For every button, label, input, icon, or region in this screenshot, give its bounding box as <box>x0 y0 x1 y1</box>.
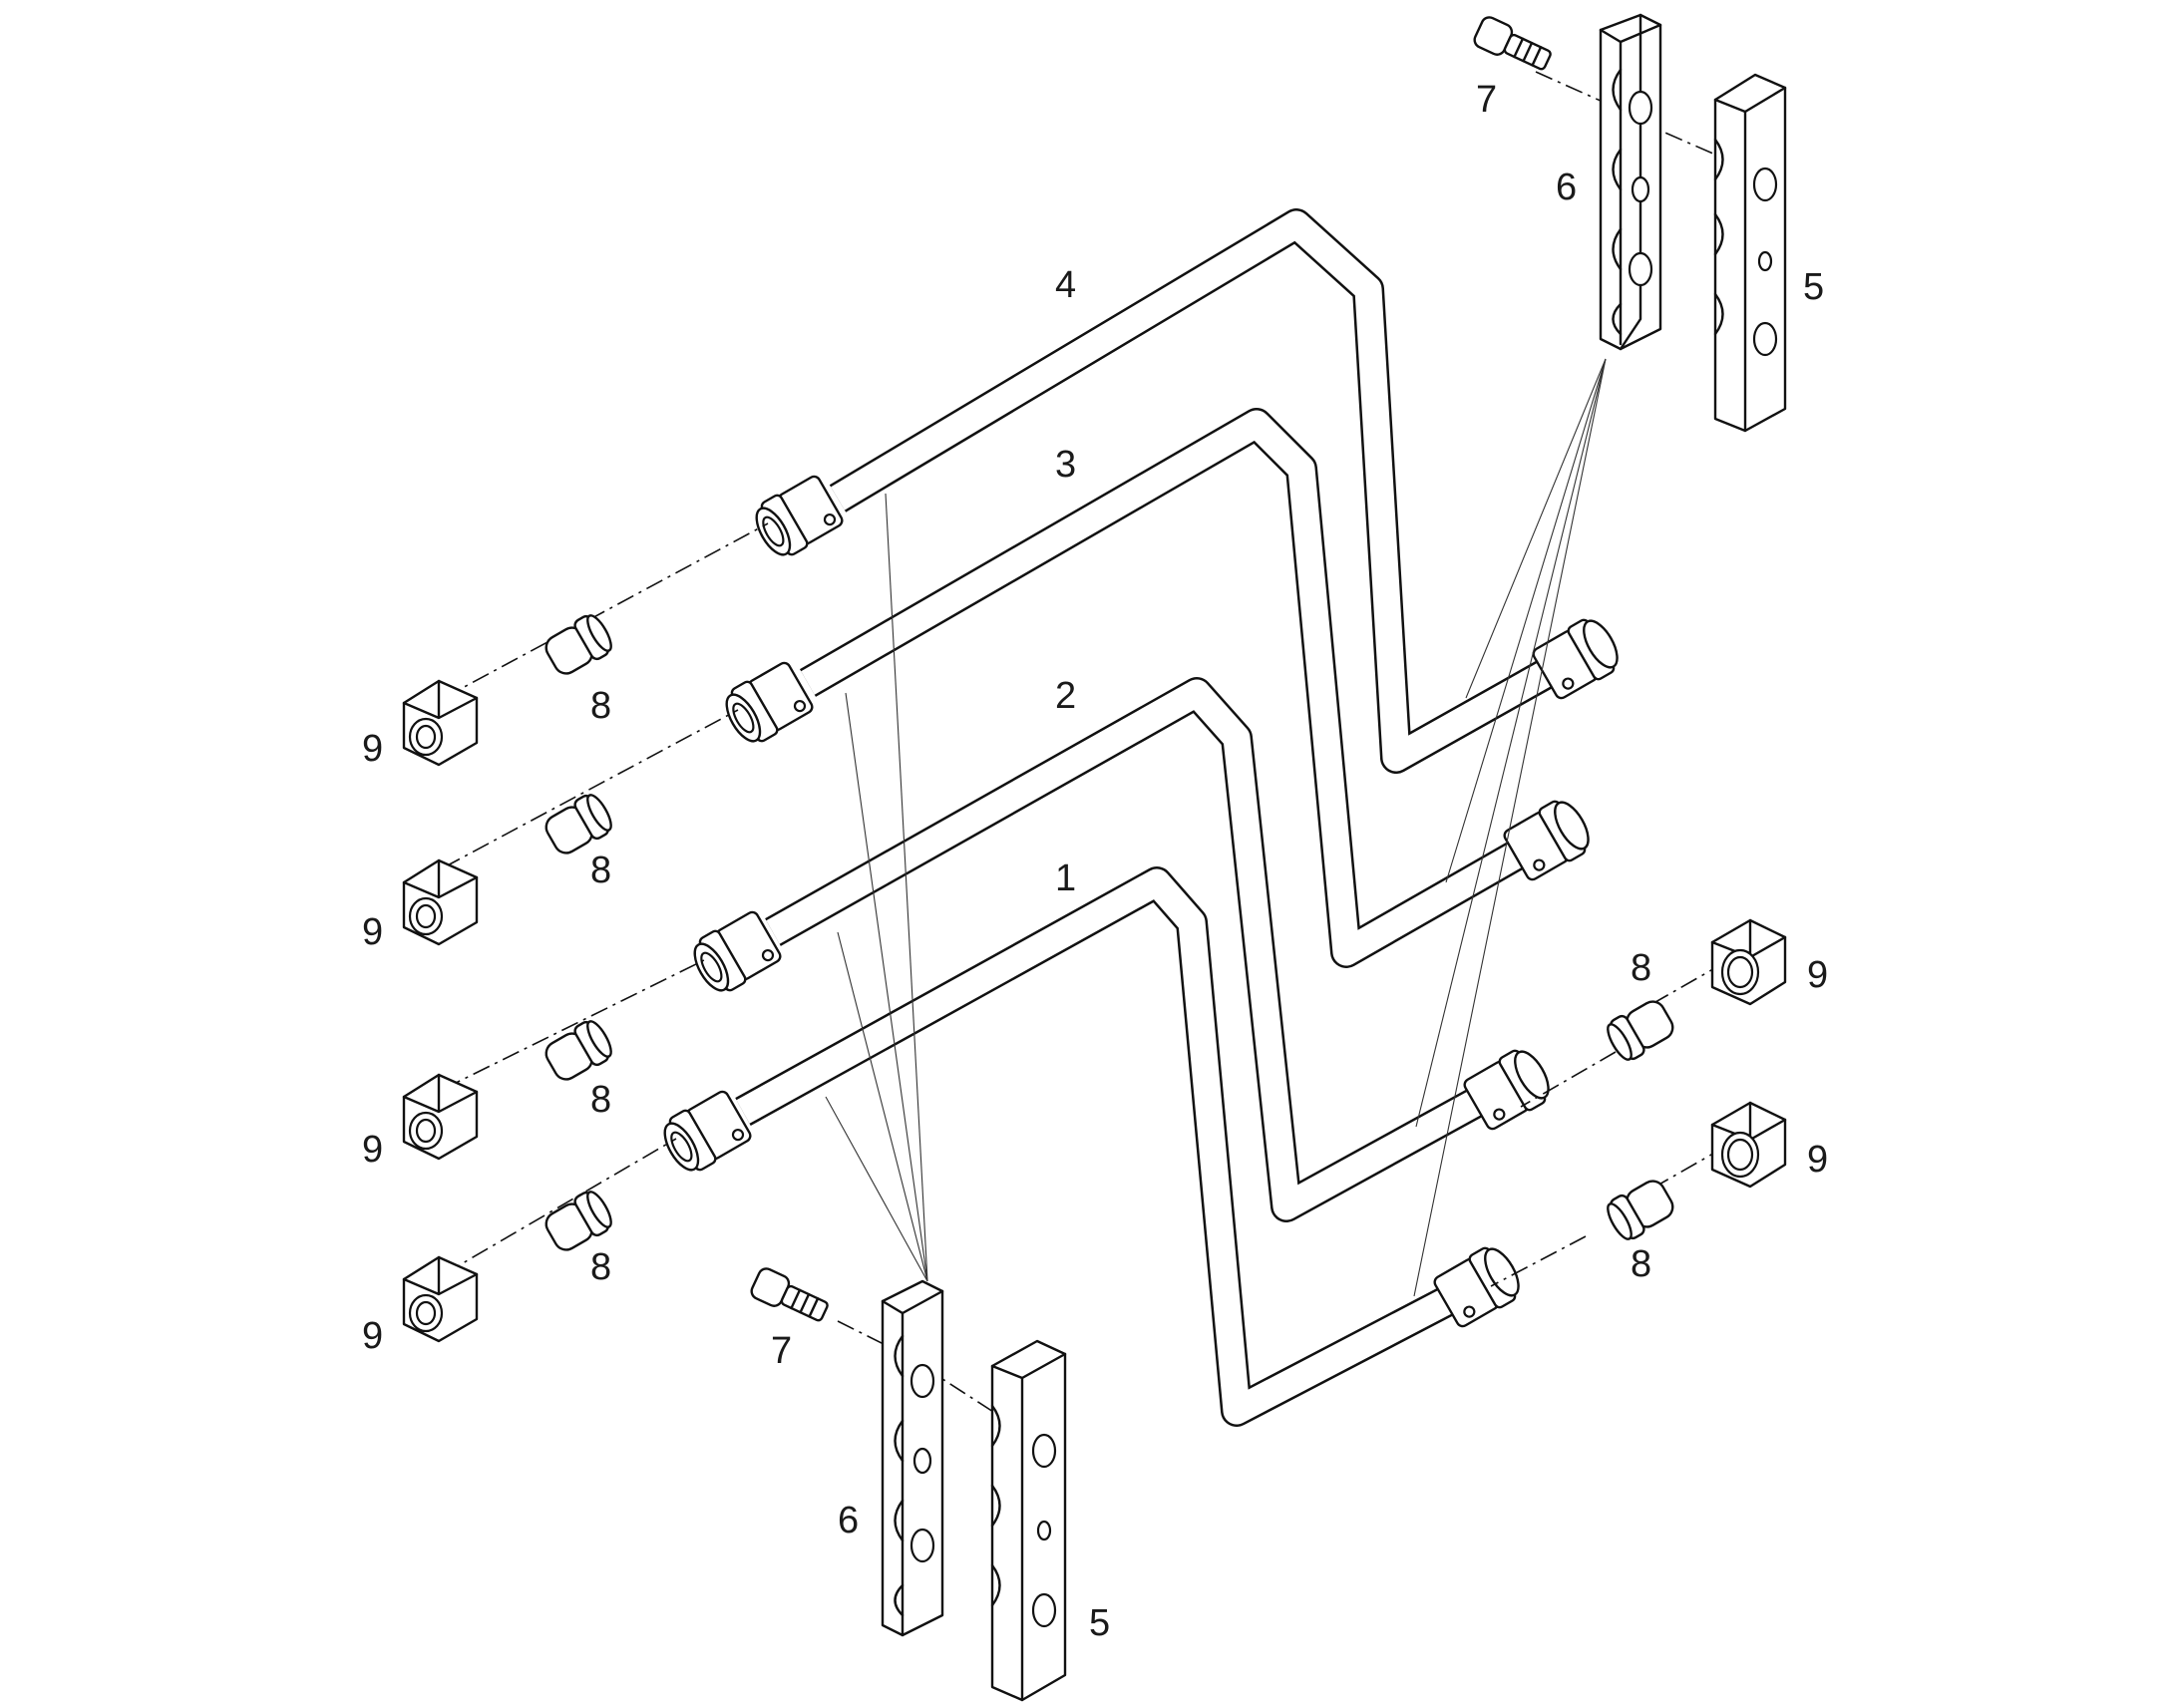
fitting-tube-2-left <box>693 910 782 992</box>
callouts: 4 3 2 1 7 6 5 7 6 5 8 8 8 8 9 9 9 9 8 8 … <box>362 79 1828 1644</box>
callout-sleeve-left-3: 8 <box>590 1079 611 1121</box>
callout-nut-left-2: 9 <box>362 911 383 953</box>
callout-bolt-top-7: 7 <box>1476 79 1497 121</box>
fitting-tube-3-right <box>1503 800 1590 881</box>
nut-right-2 <box>1710 1101 1787 1189</box>
callout-nut-right-1: 9 <box>1807 954 1828 996</box>
bolt-top <box>1473 16 1552 71</box>
nut-left-4 <box>402 1255 479 1343</box>
tube-1 <box>735 866 1464 1427</box>
callout-sleeve-right-1: 8 <box>1631 947 1651 989</box>
callout-nut-right-2: 9 <box>1807 1139 1828 1181</box>
callout-sleeve-left-1: 8 <box>590 685 611 727</box>
callout-clamp-bottom-6: 6 <box>838 1500 859 1541</box>
sleeve-left-4 <box>545 1191 612 1251</box>
tube-4 <box>829 208 1564 774</box>
bolt-bottom <box>750 1267 829 1322</box>
fitting-tube-1-left <box>663 1090 752 1172</box>
tube-3 <box>799 408 1534 968</box>
nut-left-1 <box>402 679 479 767</box>
callout-bolt-bottom-7: 7 <box>771 1330 792 1372</box>
sleeve-left-2 <box>545 794 612 854</box>
leader-lines <box>825 358 1607 1297</box>
sleeve-right-2 <box>1607 1180 1674 1240</box>
sleeve-left-1 <box>545 614 612 675</box>
nut-left-3 <box>402 1073 479 1161</box>
clamp-half-top-6 <box>1599 13 1662 351</box>
callout-tube-3: 3 <box>1055 444 1076 486</box>
clamp-half-bottom-5 <box>990 1339 1067 1702</box>
callout-tube-1: 1 <box>1055 857 1076 899</box>
callout-tube-2: 2 <box>1055 675 1076 717</box>
callout-sleeve-right-2: 8 <box>1631 1243 1651 1285</box>
fitting-tube-2-right <box>1463 1049 1550 1131</box>
fitting-tube-1-right <box>1433 1246 1520 1328</box>
callout-sleeve-left-2: 8 <box>590 850 611 891</box>
fitting-tube-4-right <box>1532 618 1619 700</box>
nut-right-1 <box>1710 918 1787 1006</box>
clamp-half-top-5 <box>1713 73 1787 433</box>
fitting-tube-3-left <box>725 661 814 743</box>
callout-nut-left-4: 9 <box>362 1315 383 1357</box>
sleeve-right-1 <box>1607 1000 1674 1061</box>
callout-tube-4: 4 <box>1055 264 1076 306</box>
callout-clamp-top-5: 5 <box>1803 266 1824 308</box>
clamp-half-bottom-6 <box>881 1279 944 1637</box>
callout-nut-left-1: 9 <box>362 728 383 770</box>
fitting-tube-4-left <box>755 475 844 556</box>
callout-sleeve-left-4: 8 <box>590 1246 611 1288</box>
callout-clamp-top-6: 6 <box>1556 167 1577 208</box>
callout-nut-left-3: 9 <box>362 1129 383 1171</box>
sleeve-left-3 <box>545 1020 612 1081</box>
nut-left-2 <box>402 858 479 946</box>
callout-clamp-bottom-5: 5 <box>1089 1602 1110 1644</box>
tube-2 <box>765 677 1494 1222</box>
